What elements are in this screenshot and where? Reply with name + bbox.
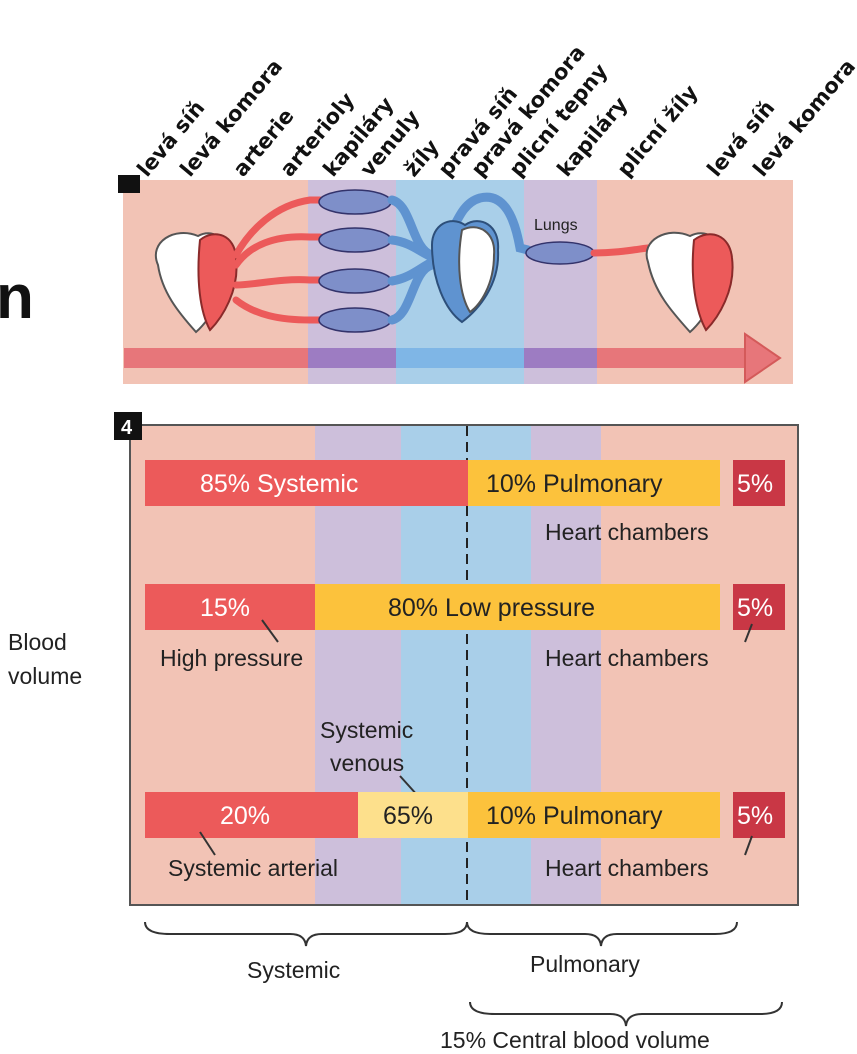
- row-3-heart-label: 5%: [737, 802, 773, 830]
- row-3-venous-label: 65%: [383, 802, 433, 830]
- lung-capillaries: [526, 242, 594, 264]
- brace-central-label: 15% Central blood volume: [440, 1027, 710, 1053]
- top-label-plicni-zily: plicní žíly: [612, 80, 702, 181]
- brace-pulmonary: [467, 922, 737, 946]
- row-3-systemic-venous-line2: venous: [330, 750, 404, 776]
- row-1-heart-label: 5%: [737, 470, 773, 498]
- top-labels: levá síň levá komora arterie arterioly k…: [132, 41, 857, 182]
- row-3-pulmonary-label: 10% Pulmonary: [486, 802, 663, 830]
- row-1-heart-caption: Heart chambers: [545, 519, 709, 545]
- row-3-arterial-label: 20%: [220, 802, 270, 830]
- row-2-heart-label: 5%: [737, 594, 773, 622]
- panel-4: 4 85% Systemic 10% Pulmonary 5% Heart ch…: [114, 412, 798, 905]
- blood-volume-label-line1: Blood: [8, 629, 67, 655]
- row-3-arterial-caption: Systemic arterial: [168, 855, 338, 881]
- blood-volume-label-line2: volume: [8, 663, 82, 689]
- row-1-systemic-label: 85% Systemic: [200, 470, 358, 498]
- brace-pulmonary-label: Pulmonary: [530, 951, 640, 977]
- brace-systemic-label: Systemic: [247, 957, 340, 983]
- panel-1-number-box: [118, 175, 140, 193]
- row-2-high-label: 15%: [200, 594, 250, 622]
- row-1-pulmonary-label: 10% Pulmonary: [486, 470, 663, 498]
- panel-4-number: 4: [121, 417, 133, 439]
- row-3-heart-caption: Heart chambers: [545, 855, 709, 881]
- braces: [145, 922, 782, 1026]
- panel-1: Lungs: [118, 175, 793, 384]
- lungs-label: Lungs: [534, 217, 578, 234]
- row-2-high-caption: High pressure: [160, 645, 303, 671]
- cropped-glyph: n: [0, 263, 34, 332]
- row-2-heart-caption: Heart chambers: [545, 645, 709, 671]
- row-3-systemic-venous-line1: Systemic: [320, 717, 413, 743]
- row-2-low-label: 80% Low pressure: [388, 594, 595, 622]
- brace-central: [470, 1002, 782, 1026]
- brace-systemic: [145, 922, 467, 946]
